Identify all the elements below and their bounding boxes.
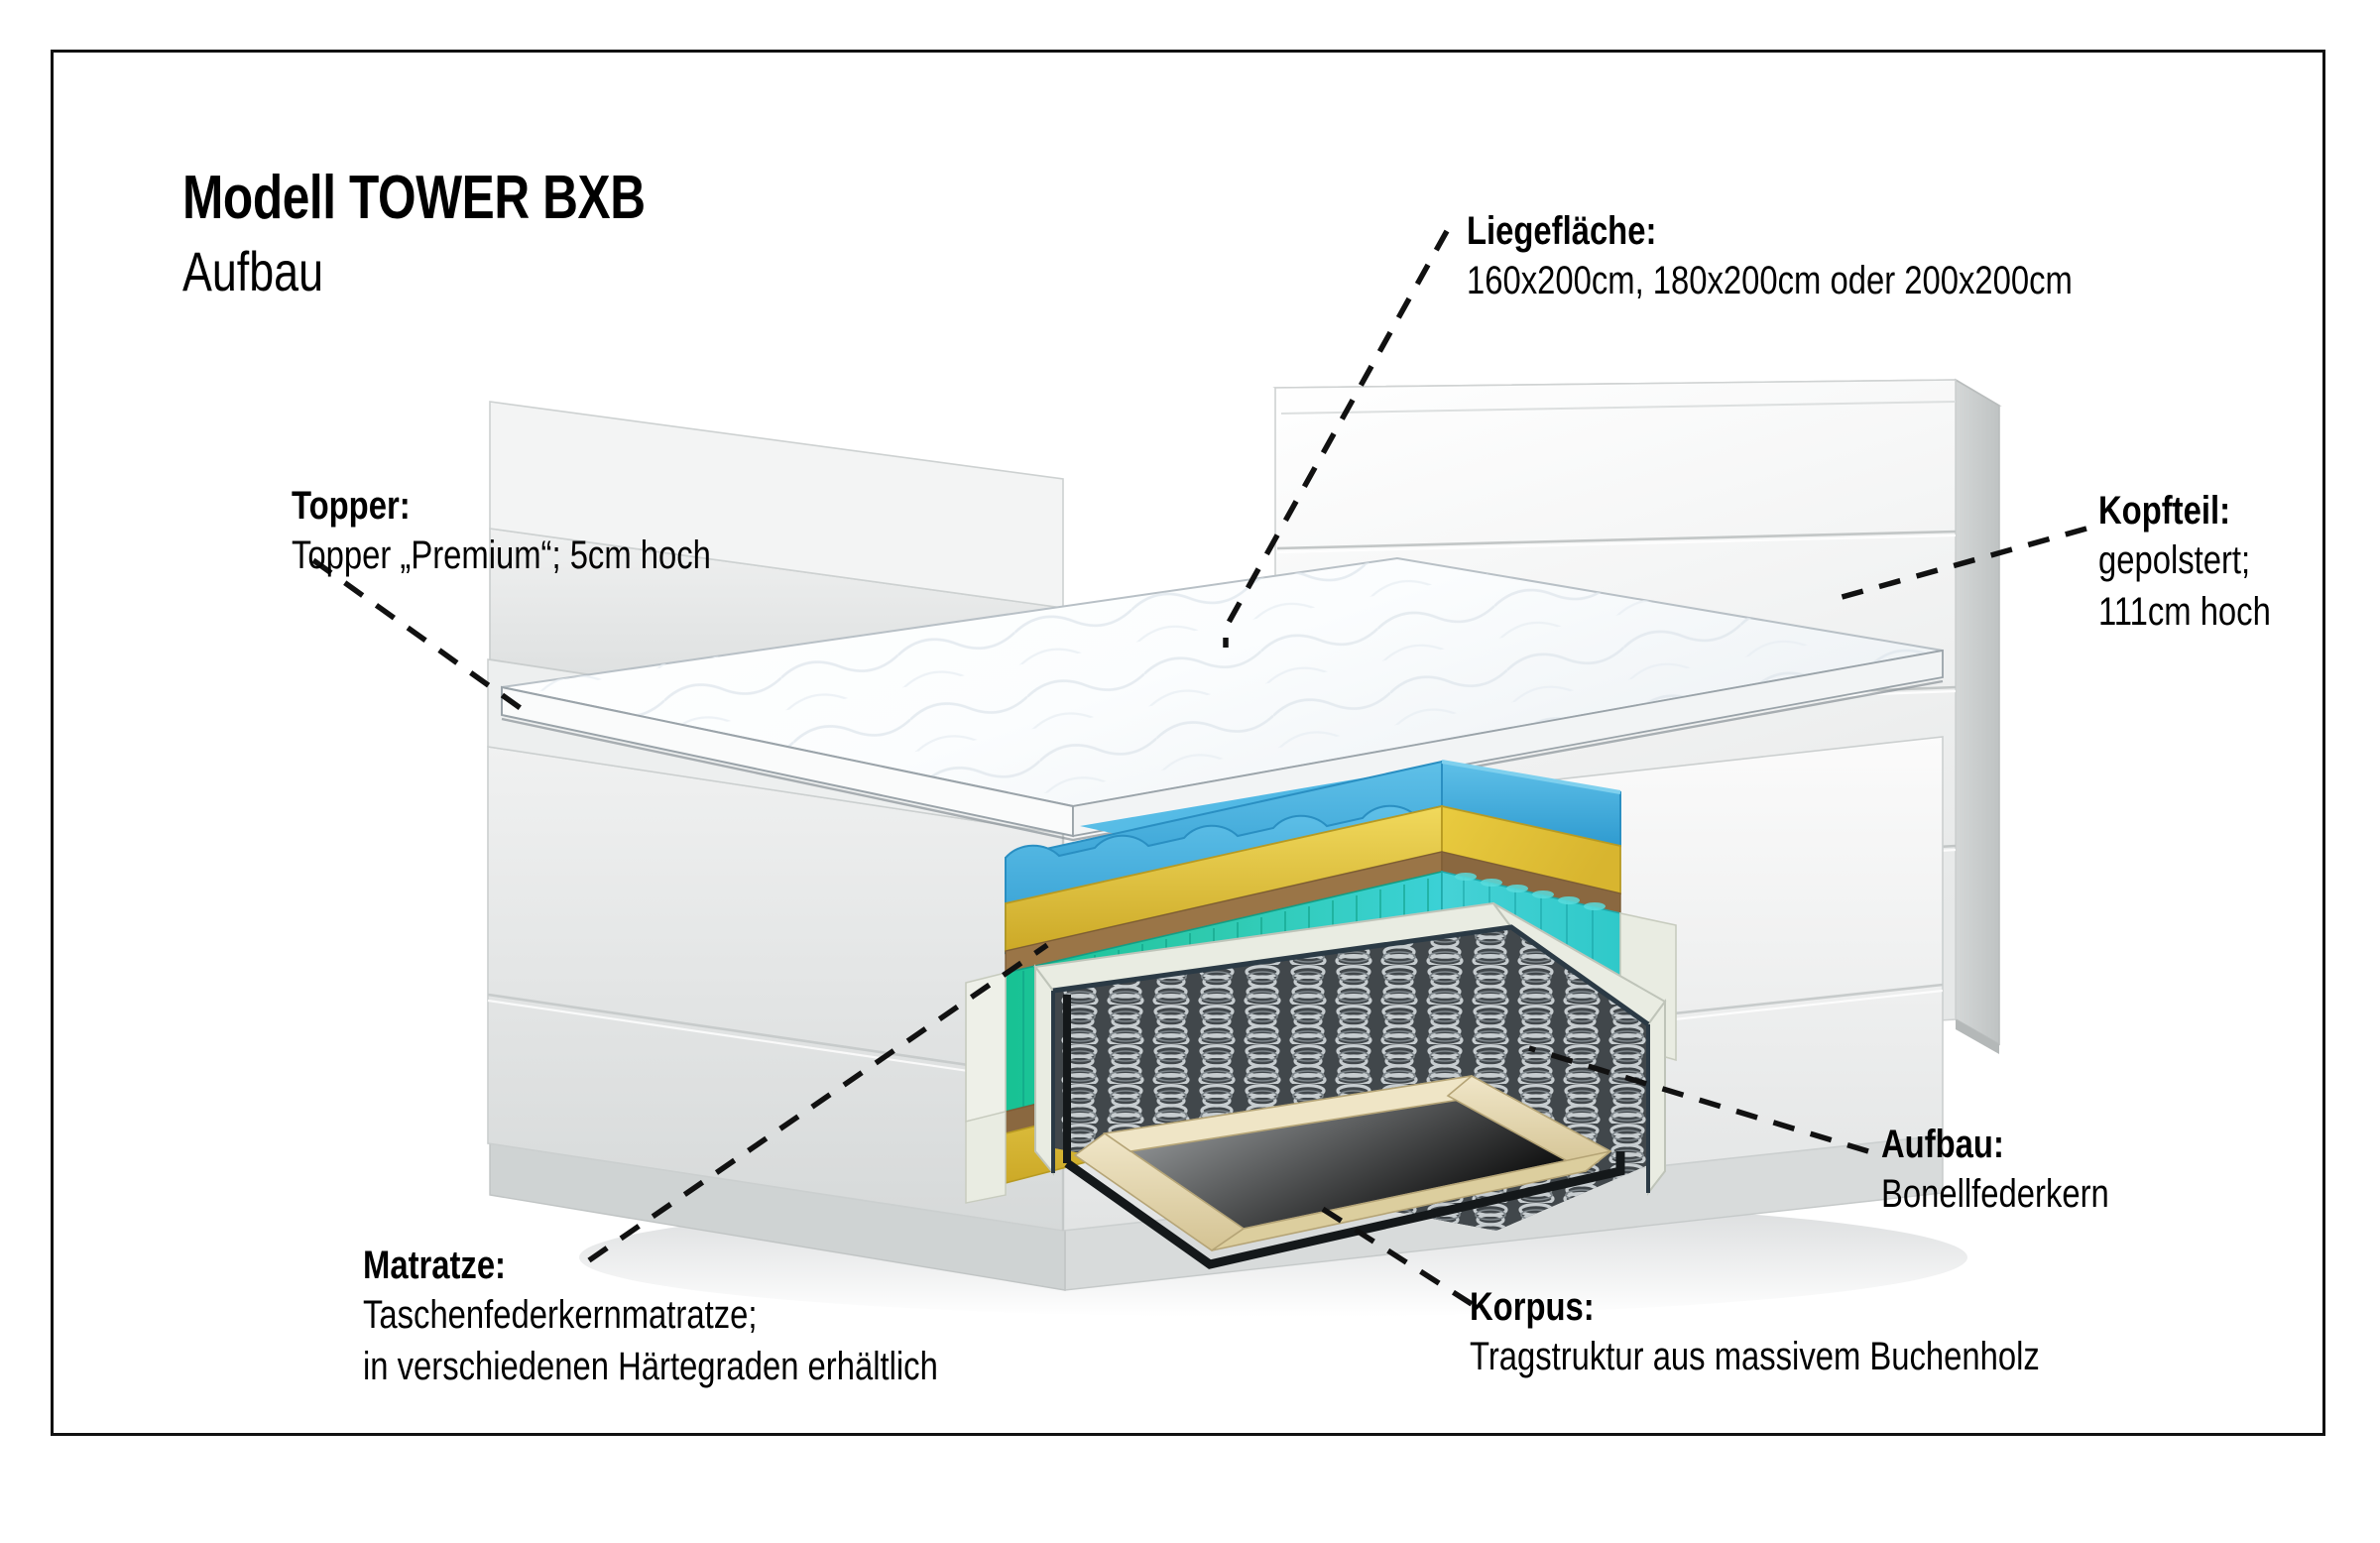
callout-topper-heading: Topper: [292, 484, 411, 528]
callout-matratze-heading: Matratze: [363, 1244, 506, 1287]
callout-liegeflaeche-heading: Liegefläche: [1467, 209, 1657, 253]
callout-topper-body: Topper „Premium“; 5cm hoch [292, 534, 711, 578]
callout-korpus: Korpus: Tragstruktur aus massivem Buchen… [1470, 1282, 2165, 1383]
callout-matratze: Matratze: Taschenfederkernmatratze; in v… [363, 1241, 1064, 1392]
callout-topper: Topper: Topper „Premium“; 5cm hoch [292, 481, 803, 582]
leader-topper [311, 557, 524, 712]
callout-matratze-body-1: Taschenfederkernmatratze; [363, 1293, 758, 1338]
bonell-spring-core [1033, 901, 1667, 1269]
title-line-1: Modell TOWER BXB [182, 164, 646, 232]
leader-kopfteil [1838, 526, 2087, 601]
diagram-frame: Modell TOWER BXB Aufbau Liegefläche: 160… [51, 50, 2325, 1436]
leader-korpus [1319, 1205, 1474, 1307]
title-line-2: Aufbau [182, 240, 323, 303]
callout-liegeflaeche: Liegefläche: 160x200cm, 180x200cm oder 2… [1467, 206, 2205, 307]
boxspring-bed-illustration [311, 229, 2087, 1317]
leader-liegeflaeche [1223, 229, 1450, 648]
callout-aufbau-body: Bonellfederkern [1881, 1172, 2109, 1217]
callout-aufbau-heading: Aufbau: [1881, 1123, 2004, 1166]
callout-korpus-heading: Korpus: [1470, 1285, 1595, 1329]
callout-aufbau: Aufbau: Bonellfederkern [1881, 1120, 2159, 1221]
callout-liegeflaeche-body: 160x200cm, 180x200cm oder 200x200cm [1467, 259, 2073, 303]
callout-matratze-body-2: in verschiedenen Härtegraden erhältlich [363, 1344, 938, 1388]
callout-korpus-body: Tragstruktur aus massivem Buchenholz [1470, 1335, 2040, 1379]
leader-lines [311, 229, 2087, 1307]
topper-premium [501, 556, 1944, 842]
callout-kopfteil-body-1: gepolstert; [2098, 538, 2251, 583]
beech-wood-frame [1073, 1075, 1612, 1251]
leader-matratze [587, 942, 1049, 1263]
callout-kopfteil-heading: Kopfteil: [2098, 489, 2230, 533]
callout-kopfteil: Kopfteil: gepolstert; 111cm hoch [2098, 486, 2309, 638]
callout-kopfteil-body-2: 111cm hoch [2098, 589, 2271, 634]
leader-aufbau [1528, 1045, 1869, 1154]
page-title: Modell TOWER BXB Aufbau [182, 167, 761, 301]
